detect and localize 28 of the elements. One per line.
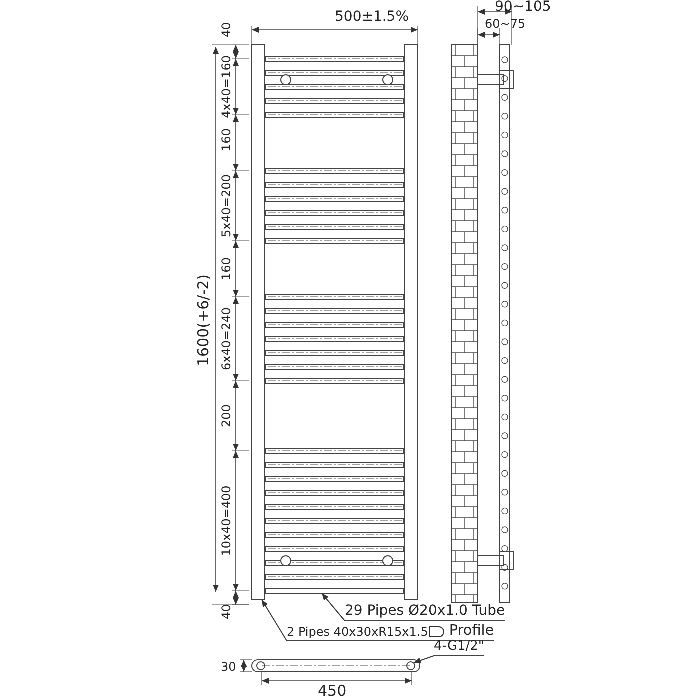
dimension-label: 4x40=160: [220, 56, 232, 118]
dimension-label: 500±1.5%: [335, 10, 410, 24]
dimension-label: 10x40=400: [220, 486, 232, 556]
dimension-label: 30: [221, 661, 236, 673]
side-rail: [252, 44, 266, 600]
callout-text: 4-G1/2": [434, 640, 484, 653]
dimension-label: 5x40=200: [220, 174, 232, 238]
dimension-label: 6x40=240: [220, 308, 232, 370]
dimension-label: 90~105: [495, 0, 552, 14]
leader-line: [414, 656, 434, 664]
pipe: [266, 588, 404, 594]
dimension-label: 1600(+6/-2): [196, 274, 212, 366]
callout-text: 2 Pipes 40x30xR15x1.5: [287, 626, 428, 638]
callout-label: [287, 624, 494, 642]
dimension-label: 450: [318, 684, 347, 699]
dimension-label: 40: [220, 604, 232, 620]
callout-label: [434, 640, 484, 656]
callout-text: Profile: [449, 624, 494, 638]
callout-text: 29 Pipes Ø20x1.0 Tube: [345, 604, 506, 618]
dimension-label: 40: [220, 22, 232, 38]
dimension-label: 200: [220, 404, 232, 428]
dimension-label: 160: [220, 258, 232, 280]
connection-fitting: [406, 662, 416, 670]
dimension-label: 160: [220, 128, 232, 152]
leader-line: [322, 593, 346, 622]
callout-label: [345, 604, 506, 621]
leader-line: [262, 600, 288, 642]
dimension-label: 60~75: [485, 18, 526, 30]
